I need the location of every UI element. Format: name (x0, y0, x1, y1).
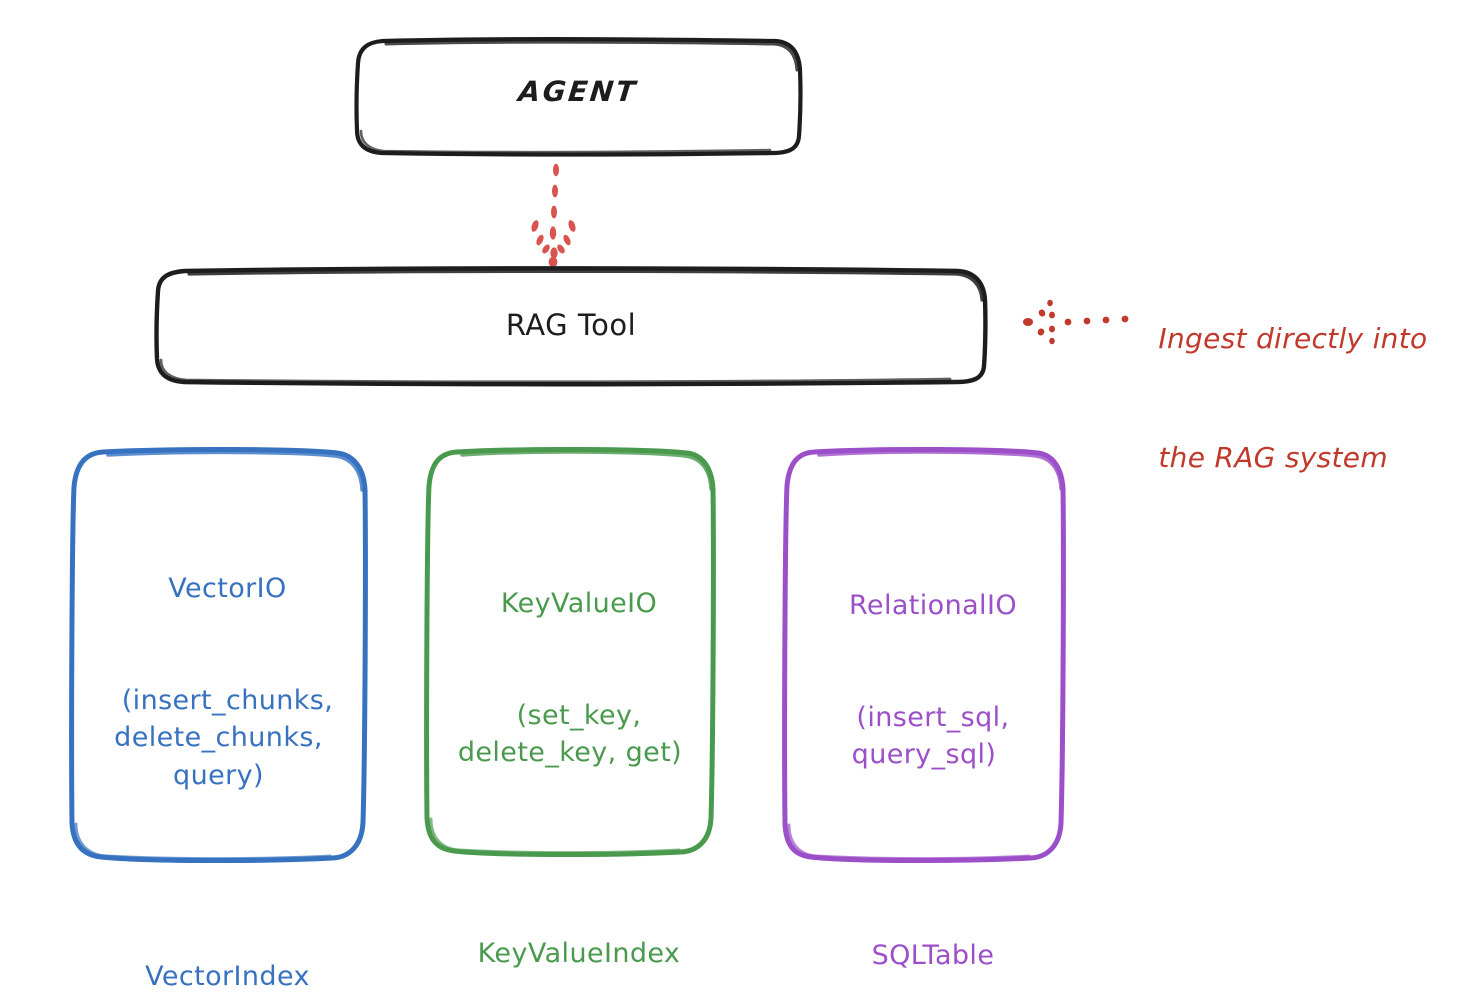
vector-io-index: VectorIndex (145, 960, 310, 992)
relational-io-node[interactable] (782, 446, 1066, 864)
relational-io-gap (785, 811, 1063, 826)
vector-io-node[interactable] (69, 446, 368, 864)
vector-io-box-outline (69, 446, 368, 864)
relational-io-box-sketch-bottom (787, 823, 1031, 861)
key-value-io-methods: (set_key, delete_key, get) (457, 700, 683, 769)
relational-io-index: SQLTable (871, 940, 995, 972)
diagram-canvas (69, 37, 1129, 864)
ingest-annotation-line2: the RAG system (1158, 441, 1388, 474)
agent-node[interactable] (354, 37, 803, 157)
agent-box-sketch-top (384, 40, 799, 72)
key-value-io-node[interactable] (424, 446, 716, 858)
relational-io-box-sketch-top (817, 450, 1063, 491)
relational-io-text-block: RelationalIO (insert_sql, query_sql) SQL… (785, 550, 1063, 975)
key-value-io-index: KeyValueIndex (477, 938, 681, 970)
relational-io-methods: (insert_sql, query_sql) (851, 702, 1010, 771)
relational-io-box-outline (782, 446, 1066, 864)
key-value-io-box-outline (424, 446, 716, 858)
rag-tool-box-sketch-bottom (159, 358, 952, 384)
key-value-io-box-sketch-top (460, 450, 713, 491)
key-value-io-gap (427, 809, 713, 824)
ingest-annotation-line1: Ingest directly into (1158, 321, 1428, 355)
ingest-arrow (1023, 299, 1129, 345)
key-value-io-box-sketch-bottom (429, 817, 681, 855)
vector-io-text-block: VectorIO (insert_chunks, delete_chunks, … (72, 533, 365, 995)
rag-tool-label: RAG Tool (505, 308, 637, 342)
vector-io-box-sketch-top (106, 450, 364, 492)
vector-io-gap (72, 831, 365, 846)
key-value-io-text-block: KeyValueIO (set_key, delete_key, get) Ke… (427, 548, 713, 973)
agent-label: AGENT (516, 75, 640, 108)
rag-tool-node[interactable] (154, 266, 988, 387)
relational-io-name: RelationalIO (848, 590, 1017, 622)
agent-box-sketch-bottom (359, 129, 772, 154)
vector-io-box-sketch-bottom (74, 822, 332, 861)
rag-tool-box-sketch-top (187, 269, 984, 302)
key-value-io-name: KeyValueIO (500, 588, 658, 620)
vector-io-methods: (insert_chunks, delete_chunks, query) (114, 685, 334, 791)
agent-to-rag-arrow (531, 163, 576, 268)
ingest-annotation: Ingest directly into the RAG system (1140, 279, 1480, 478)
vector-io-name: VectorIO (168, 573, 287, 605)
rag-tool-box-outline (154, 266, 988, 387)
agent-box-outline (354, 37, 803, 157)
